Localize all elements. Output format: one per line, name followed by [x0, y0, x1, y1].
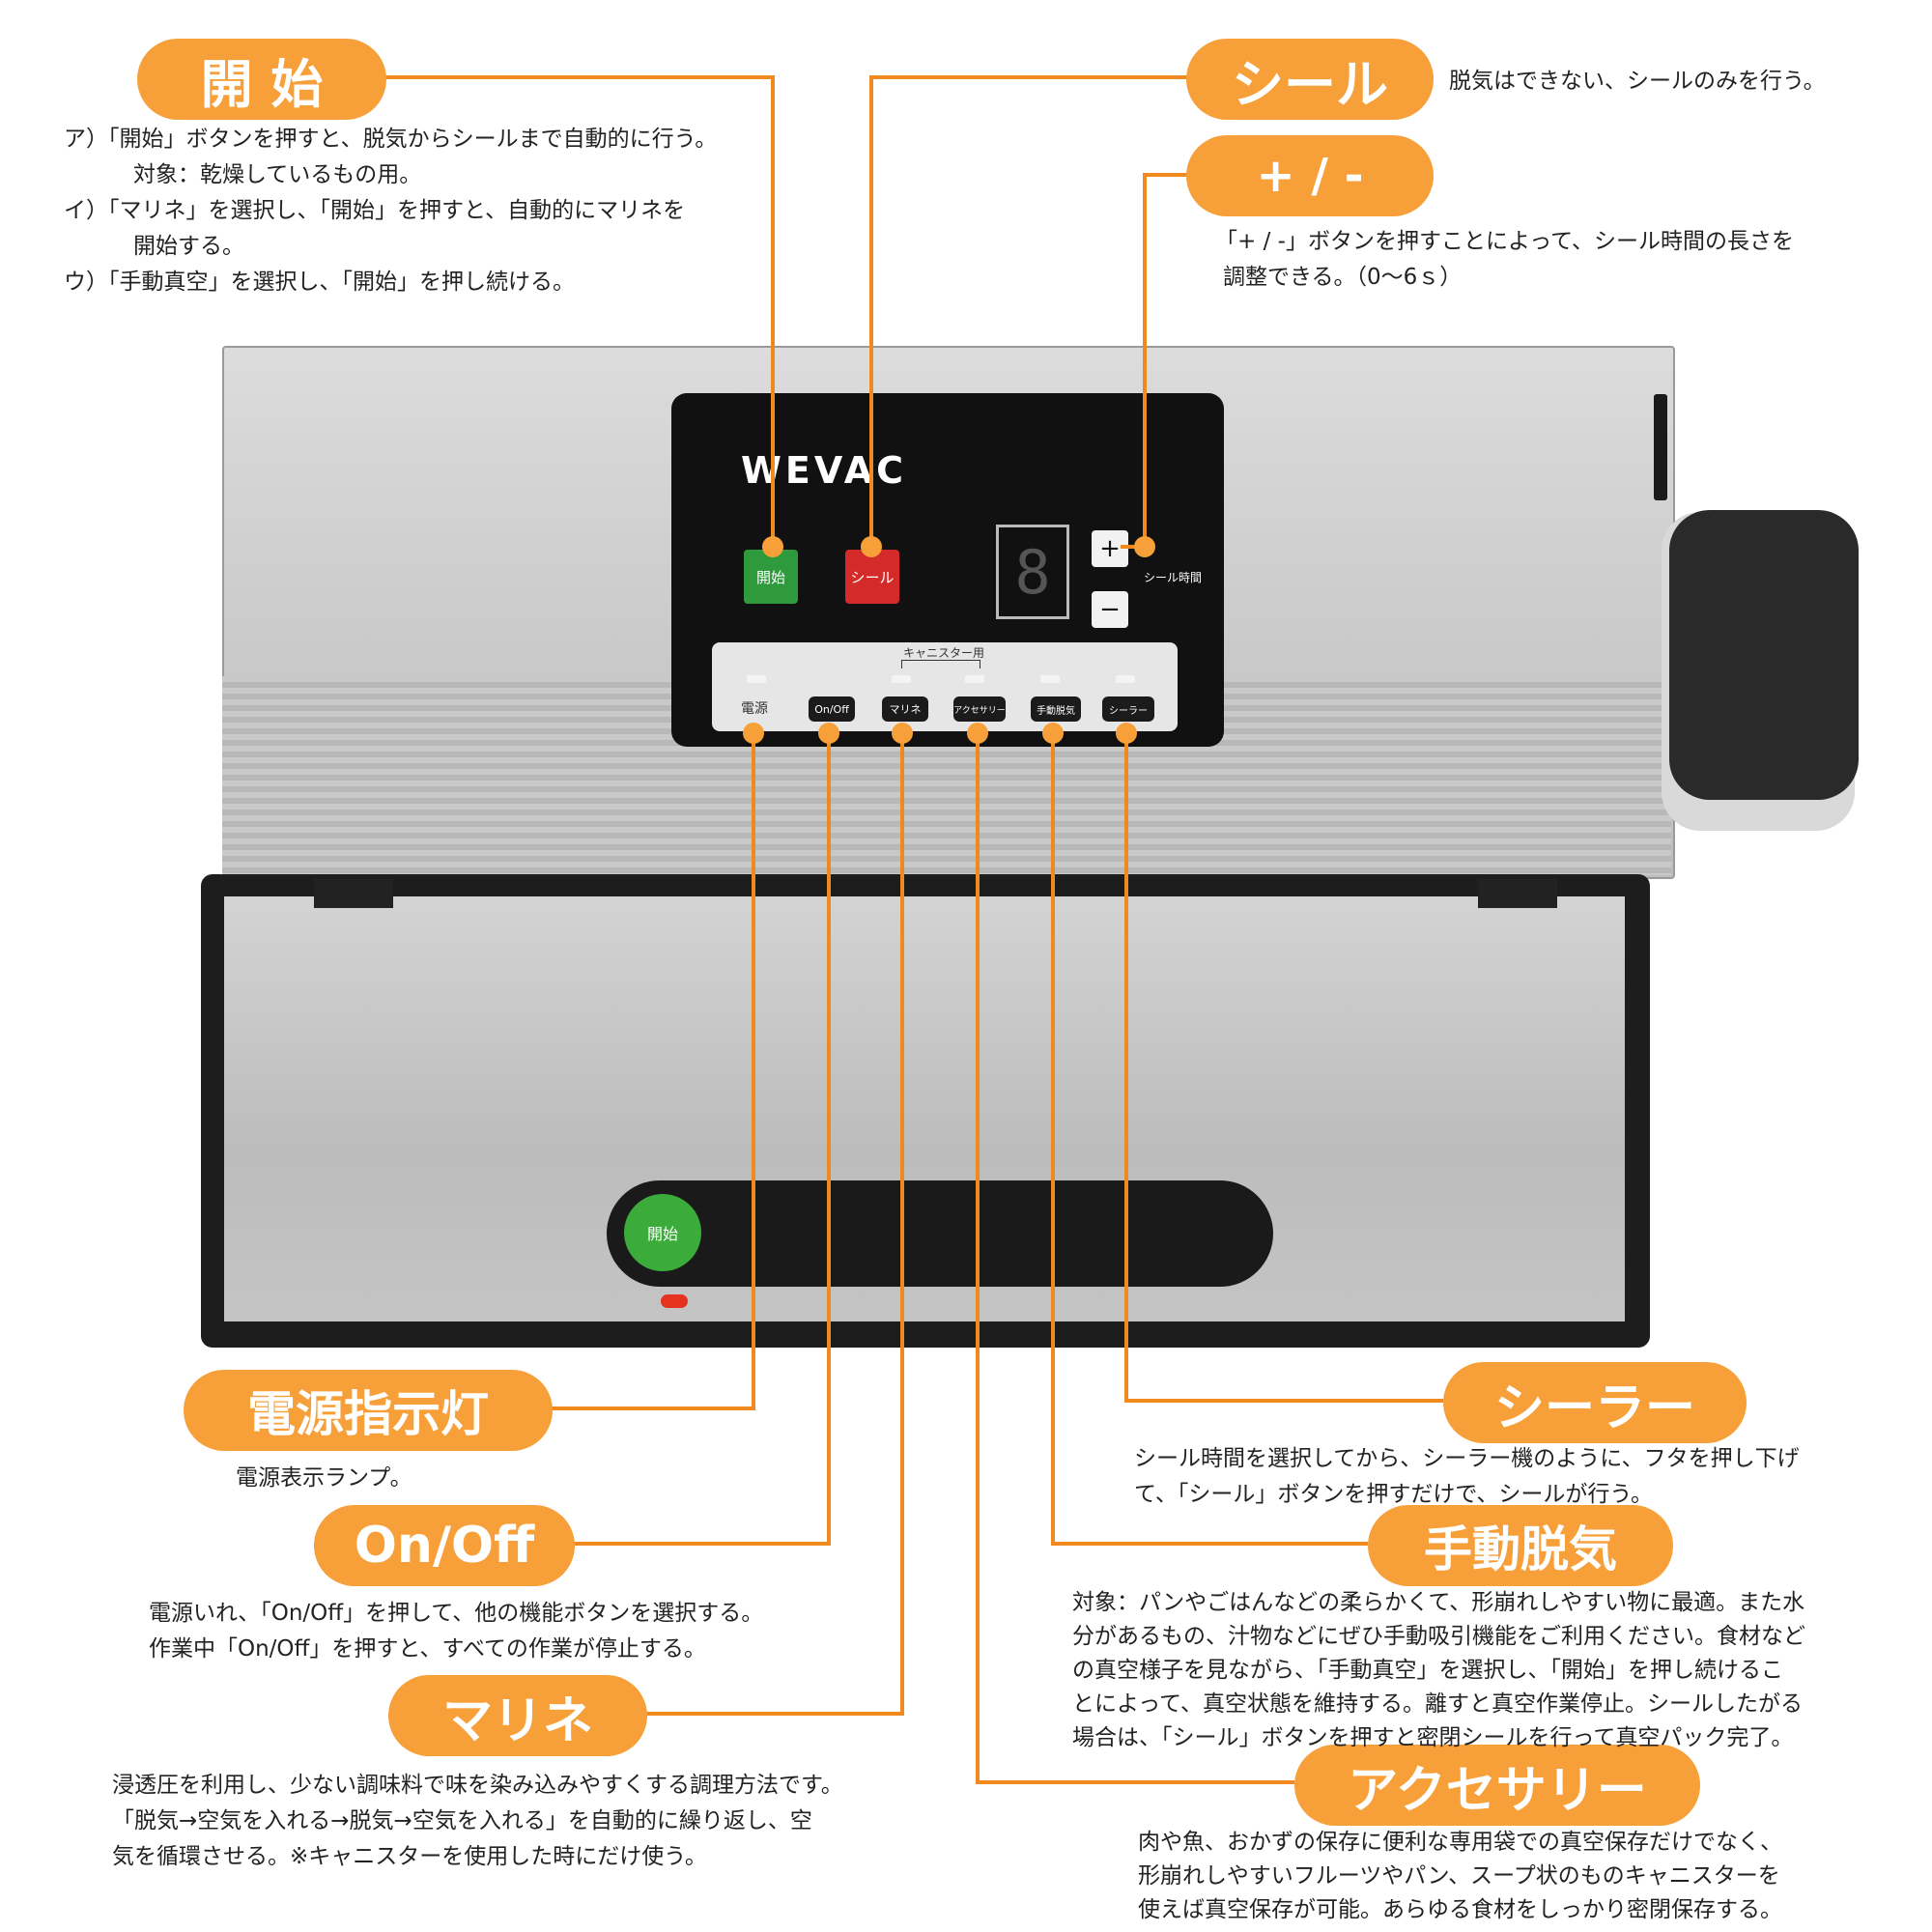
start-callout-dot — [762, 536, 783, 557]
marine-label: マリネ — [388, 1675, 647, 1756]
start-desc-line: 対象：乾燥しているもの用。 — [133, 162, 422, 187]
manual-led — [1040, 675, 1060, 683]
on-off-description: 電源いれ、「On/Off」を押して、他の機能ボタンを選択する。 作業中「On/O… — [149, 1596, 763, 1667]
marine-chip[interactable]: マリネ — [882, 696, 928, 722]
sealer-desc-line: シール時間を選択してから、シーラー機のように、フタを押し下げ — [1134, 1446, 1800, 1471]
sealer-label: シーラー — [1443, 1362, 1747, 1443]
sealer-description: シール時間を選択してから、シーラー機のように、フタを押し下げ て、「シール」ボタ… — [1134, 1441, 1800, 1513]
start-button[interactable]: 開始 — [744, 550, 798, 604]
display-digit: 8 — [1014, 536, 1051, 608]
plusminus-desc-line: 調整できる。（0～6ｓ） — [1223, 265, 1463, 290]
onoff-callout-dot — [818, 723, 839, 744]
start-description: ア）「開始」ボタンを押すと、脱気からシールまで自動的に行う。 対象：乾燥している… — [64, 122, 717, 300]
seal-label: シール — [1186, 39, 1434, 120]
accessory-chip[interactable]: アクセサリー — [953, 696, 1006, 722]
manual-desc-line: 対象：パンやごはんなどの柔らかくて、形崩れしやすい物に最適。また水 — [1072, 1590, 1805, 1615]
canister-cap-icon — [1669, 510, 1859, 800]
handle-start-button[interactable]: 開始 — [624, 1194, 701, 1271]
power-lamp-description: 電源表示ランプ。 — [236, 1465, 412, 1491]
on-off-chip[interactable]: On/Off — [809, 696, 855, 722]
seal-button[interactable]: シール — [845, 550, 899, 604]
seven-segment-display: 8 — [996, 525, 1069, 619]
marine-description: 浸透圧を利用し、少ない調味料で味を染み込みやすくする調理方法です。 「脱気→空気… — [112, 1768, 843, 1875]
manual-desc-line: とによって、真空状態を維持する。離すと真空作業停止。シールしたがる — [1072, 1691, 1804, 1717]
accessory-label: アクセサリー — [1294, 1745, 1700, 1826]
power-label: 電源 — [741, 701, 768, 717]
start-label: 開 始 — [137, 39, 386, 120]
manual-callout-dot — [1042, 723, 1064, 744]
marine-desc-line: 「脱気→空気を入れる→脱気→空気を入れる」を自動的に繰り返し、空 — [112, 1808, 812, 1833]
handle-indicator-led — [661, 1294, 688, 1308]
manual-desc-line: 分があるもの、汁物などにぜひ手動吸引機能をご利用ください。食材など — [1072, 1624, 1805, 1649]
marine-callout-dot — [892, 723, 913, 744]
canister-label: キャニスター用 — [903, 646, 985, 660]
onoff-desc-line: 作業中「On/Off」を押すと、すべての作業が停止する。 — [149, 1636, 706, 1662]
manual-chip[interactable]: 手動脱気 — [1031, 696, 1081, 722]
start-desc-line: 開始する。 — [133, 234, 244, 259]
left-hinge — [314, 879, 393, 908]
accessory-desc-line: 形崩れしやすいフルーツやパン、スープ状のものキャニスターを — [1138, 1863, 1780, 1889]
on-off-label: On/Off — [314, 1505, 575, 1586]
brand-logo: WEVAC — [741, 449, 907, 492]
accessory-description: 肉や魚、おかずの保存に便利な専用袋での真空保存だけでなく、 形崩れしやすいフルー… — [1138, 1826, 1782, 1927]
plusminus-callout-dot — [1134, 536, 1155, 557]
seal-time-label: シール時間 — [1144, 571, 1203, 584]
power-led — [747, 675, 766, 683]
plus-minus-label: + / - — [1186, 135, 1434, 216]
canister-bracket — [901, 660, 980, 668]
sealer-desc-line: て、「シール」ボタンを押すだけで、シールが行う。 — [1134, 1482, 1654, 1507]
mode-strip: キャニスター用 電源 On/Off マリネ アクセサリー 手動脱気 シーラー — [712, 642, 1178, 731]
manual-label: 手動脱気 — [1368, 1505, 1673, 1586]
accessory-desc-line: 肉や魚、おかずの保存に便利な専用袋での真空保存だけでなく、 — [1138, 1830, 1782, 1855]
start-desc-line: イ）「マリネ」を選択し、「開始」を押すと、自動的にマリネを — [64, 198, 686, 223]
plus-minus-description: 「+ / -」ボタンを押すことによって、シール時間の長さを 調整できる。（0～6… — [1215, 224, 1794, 296]
sealer-chip[interactable]: シーラー — [1102, 696, 1154, 722]
manual-desc-line: の真空様子を見ながら、「手動真空」を選択し、「開始」を押し続けるこ — [1072, 1658, 1783, 1683]
onoff-desc-line: 電源いれ、「On/Off」を押して、他の機能ボタンを選択する。 — [149, 1601, 764, 1626]
start-desc-line: ア）「開始」ボタンを押すと、脱気からシールまで自動的に行う。 — [64, 127, 718, 152]
seal-description: 脱気はできない、シールのみを行う。 — [1449, 69, 1826, 94]
marine-desc-line: 浸透圧を利用し、少ない調味料で味を染み込みやすくする調理方法です。 — [112, 1773, 843, 1798]
manual-desc-line: 場合は、「シール」ボタンを押すと密閉シールを行って真空パック完了。 — [1072, 1725, 1794, 1750]
start-desc-line: ウ）「手動真空」を選択し、「開始」を押し続ける。 — [64, 270, 575, 295]
sealer-led — [1116, 675, 1135, 683]
side-port — [1654, 394, 1667, 500]
right-hinge — [1478, 879, 1557, 908]
lid-handle[interactable]: 開始 — [607, 1180, 1273, 1287]
accessory-desc-line: 使えば真空保存が可能。あらゆる食材をしっかり密閉保存する。 — [1138, 1897, 1782, 1922]
accessory-callout-dot — [967, 723, 988, 744]
seal-callout-dot — [861, 536, 882, 557]
minus-button[interactable]: − — [1092, 591, 1128, 628]
accessory-led — [965, 675, 984, 683]
marine-led — [892, 675, 911, 683]
sealer-callout-dot — [1116, 723, 1137, 744]
marine-desc-line: 気を循環させる。※キャニスターを使用した時にだけ使う。 — [112, 1844, 707, 1869]
control-panel: WEVAC 開始 シール 8 + − シール時間 キャニスター用 電源 On/O… — [671, 393, 1224, 747]
plusminus-desc-line: 「+ / -」ボタンを押すことによって、シール時間の長さを — [1215, 229, 1794, 254]
manual-description: 対象：パンやごはんなどの柔らかくて、形崩れしやすい物に最適。また水 分があるもの… — [1072, 1586, 1805, 1755]
power-lamp-label: 電源指示灯 — [184, 1370, 553, 1451]
power-callout-dot — [743, 723, 764, 744]
